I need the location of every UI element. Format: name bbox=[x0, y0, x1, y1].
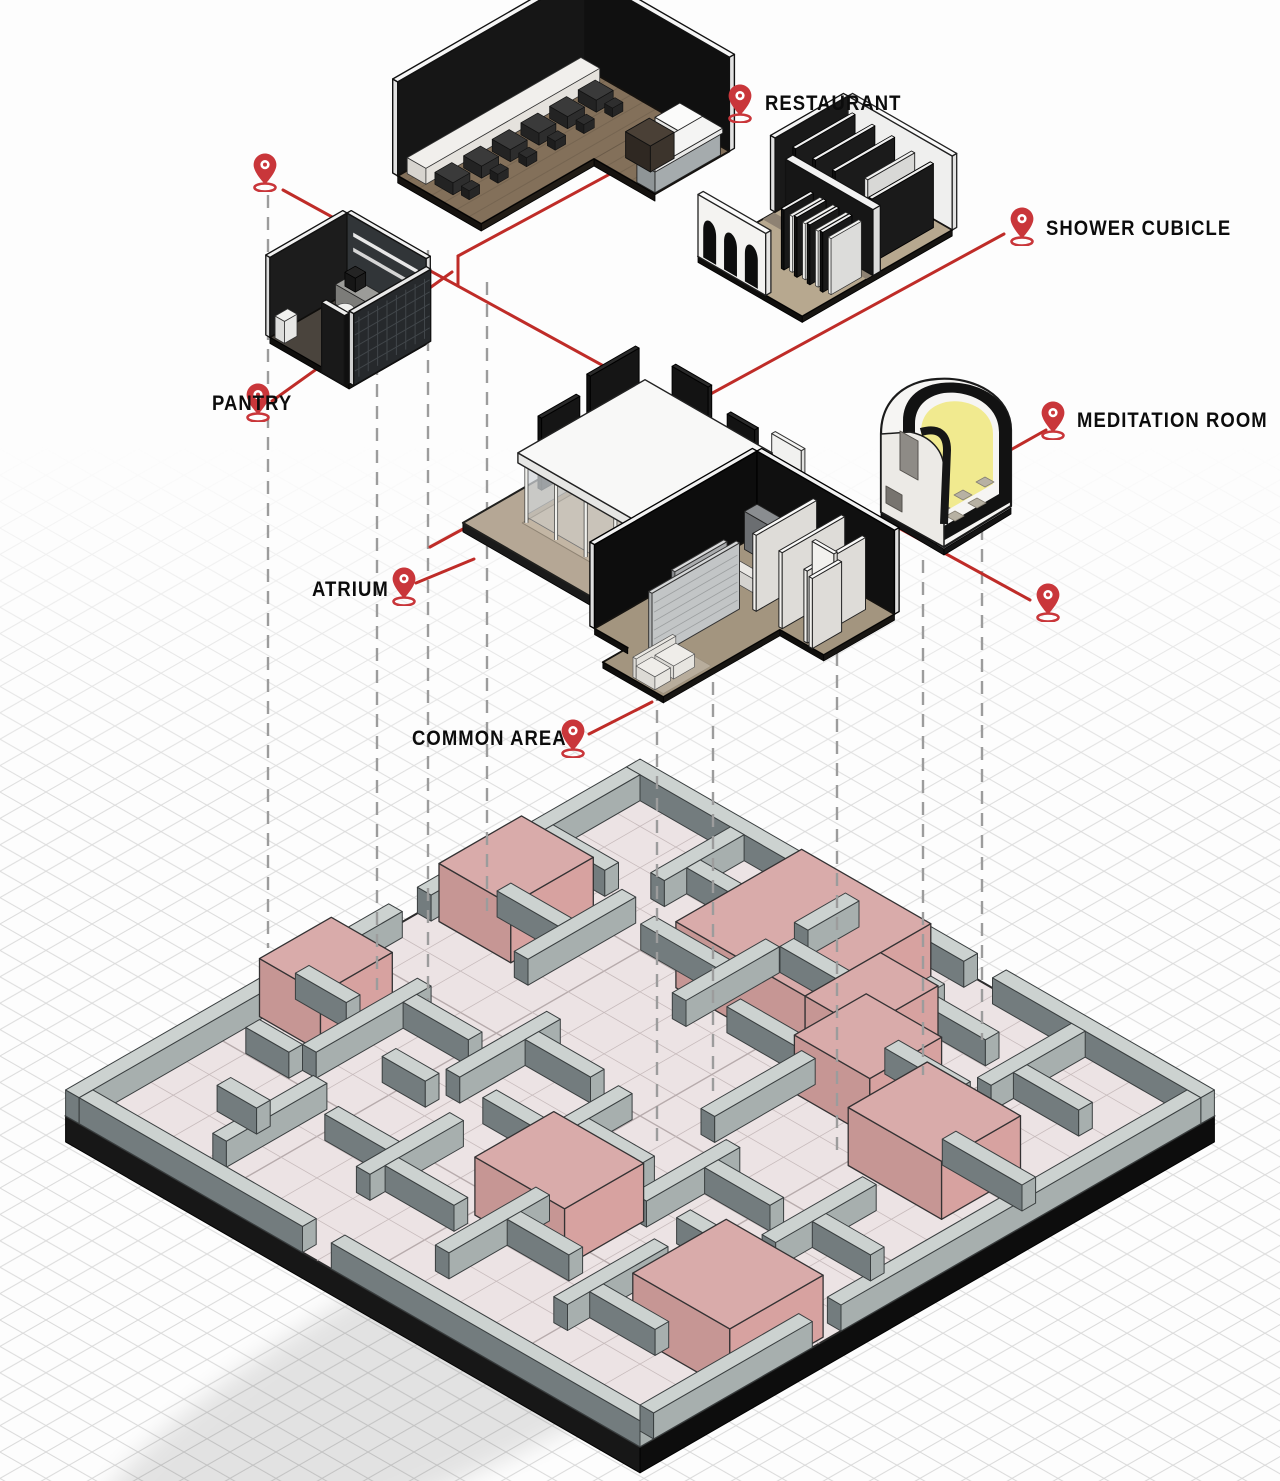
label-common-area: COMMON AREA bbox=[412, 727, 567, 750]
map-pin-icon-northwest bbox=[250, 152, 280, 192]
map-pin-icon-restaurant bbox=[725, 83, 755, 123]
map-pin-icon-pantry bbox=[243, 382, 273, 422]
label-atrium: ATRIUM bbox=[312, 578, 389, 601]
map-pin-icon-meditation-room bbox=[1038, 400, 1068, 440]
label-restaurant: RESTAURANT bbox=[765, 92, 902, 115]
label-pantry: PANTRY bbox=[211, 392, 292, 415]
label-meditation-room: MEDITATION ROOM bbox=[1077, 409, 1268, 432]
map-pin-icon-shower-cubicle bbox=[1007, 206, 1037, 246]
label-shower-cubicle: SHOWER CUBICLE bbox=[1046, 217, 1232, 240]
map-pin-icon-common-area bbox=[558, 718, 588, 758]
map-pin-icon-atrium bbox=[389, 566, 419, 606]
map-pin-icon-east bbox=[1033, 582, 1063, 622]
